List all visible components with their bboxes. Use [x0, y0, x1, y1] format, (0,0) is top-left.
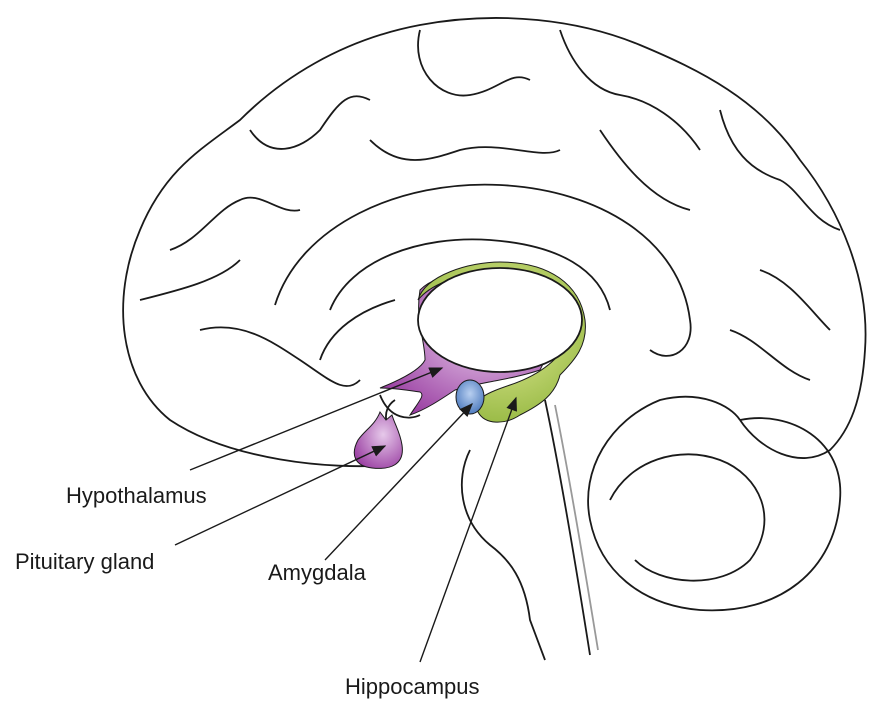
pituitary-arrow: [174, 445, 387, 546]
leader-lines: [174, 367, 517, 663]
amygdala-arrow: [324, 402, 473, 561]
amygdala-shape: [455, 379, 485, 415]
hippocampus-arrow: [419, 396, 517, 663]
label-amygdala: Amygdala: [268, 560, 366, 585]
label-hippocampus: Hippocampus: [345, 674, 480, 699]
thalamus-outline: [417, 267, 583, 373]
pituitary-shape: [353, 410, 403, 469]
hypothalamus-arrow: [189, 367, 444, 471]
label-hypothalamus: Hypothalamus: [66, 483, 207, 508]
label-pituitary-gland: Pituitary gland: [15, 549, 155, 574]
brain-outline: [122, 17, 867, 661]
